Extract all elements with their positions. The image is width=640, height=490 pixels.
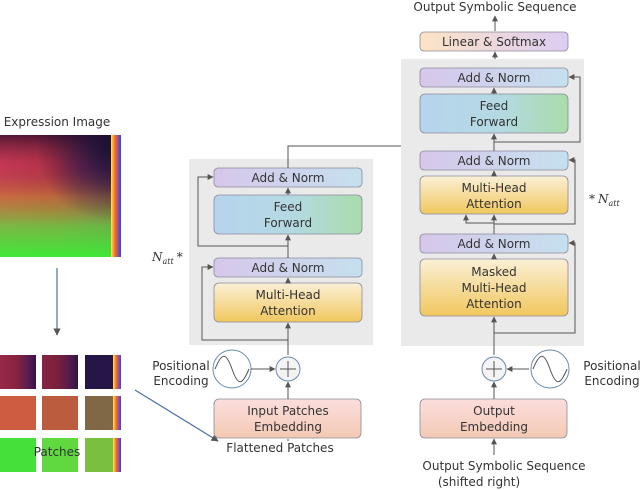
svg-text:Attention: Attention: [260, 304, 315, 318]
svg-text:Feed: Feed: [480, 99, 509, 113]
natt-right-label: *Natt: [589, 192, 620, 208]
svg-text:Add & Norm: Add & Norm: [458, 71, 531, 85]
svg-text:Output: Output: [473, 404, 515, 418]
svg-text:Input Patches: Input Patches: [247, 404, 328, 418]
encoder-add-norm-top: Add & Norm: [213, 167, 363, 188]
svg-text:Attention: Attention: [466, 197, 521, 211]
right-add-icon: [481, 356, 507, 382]
svg-text:Multi-Head: Multi-Head: [255, 288, 320, 302]
encoder-internal-arrows: [197, 174, 291, 355]
patches-to-flattened-arrow: [134, 389, 219, 442]
linear-softmax: Linear & Softmax: [419, 31, 569, 52]
decoder-cross-attention: Multi-Head Attention: [419, 175, 569, 215]
right-positional-label-1: Positional: [583, 359, 640, 373]
svg-text:Attention: Attention: [466, 297, 521, 311]
decoder-feed-forward: Feed Forward: [419, 93, 569, 134]
left-positional-encoding-icon: [212, 349, 252, 389]
encoder-add-norm-bottom: Add & Norm: [213, 257, 363, 278]
expression-image: [0, 135, 121, 257]
patch-row-2: [0, 396, 121, 430]
patches-label: Patches: [34, 445, 81, 459]
output-sequence-top-label: Output Symbolic Sequence: [413, 0, 576, 14]
encoder-feed-forward: Feed Forward: [213, 194, 363, 235]
svg-text:Linear & Softmax: Linear & Softmax: [442, 35, 546, 49]
output-embedding: Output Embedding: [419, 398, 568, 439]
svg-text:Feed: Feed: [274, 200, 303, 214]
left-positional-label-1: Positional: [152, 359, 209, 373]
encoder-multi-head-attention: Multi-Head Attention: [213, 282, 363, 323]
left-positional-label-2: Encoding: [153, 374, 208, 388]
svg-text:Embedding: Embedding: [460, 420, 528, 434]
decoder-add-norm-mid: Add & Norm: [419, 150, 569, 171]
svg-text:Forward: Forward: [264, 216, 312, 230]
patches-grid: [0, 355, 121, 472]
svg-text:Embedding: Embedding: [254, 420, 322, 434]
decoder-internal-arrows: [463, 74, 581, 355]
flattened-patches-label: Flattened Patches: [226, 441, 333, 455]
svg-text:Forward: Forward: [470, 115, 518, 129]
decoder-masked-attention: Masked Multi-Head Attention: [419, 258, 569, 317]
right-positional-label-2: Encoding: [584, 374, 639, 388]
left-add-icon: [275, 356, 301, 382]
decoder-add-norm-bottom: Add & Norm: [419, 233, 569, 254]
svg-text:Add & Norm: Add & Norm: [252, 261, 325, 275]
input-patches-embedding: Input Patches Embedding: [213, 398, 362, 439]
right-positional-encoding-icon: [530, 349, 570, 389]
output-sequence-bottom-label-1: Output Symbolic Sequence: [422, 459, 585, 473]
svg-text:Add & Norm: Add & Norm: [458, 237, 531, 251]
output-sequence-bottom-label-2: (shifted right): [438, 475, 520, 489]
svg-text:Masked: Masked: [471, 265, 516, 279]
decoder-add-norm-top: Add & Norm: [419, 67, 569, 88]
patch-row-1: [0, 355, 121, 389]
expression-image-label: Expression Image: [4, 115, 111, 129]
patch-row-3: [0, 438, 121, 472]
svg-text:Multi-Head: Multi-Head: [461, 281, 526, 295]
svg-text:Add & Norm: Add & Norm: [458, 154, 531, 168]
svg-text:Multi-Head: Multi-Head: [461, 181, 526, 195]
svg-text:Add & Norm: Add & Norm: [252, 171, 325, 185]
natt-left-label: Natt*: [151, 250, 183, 266]
